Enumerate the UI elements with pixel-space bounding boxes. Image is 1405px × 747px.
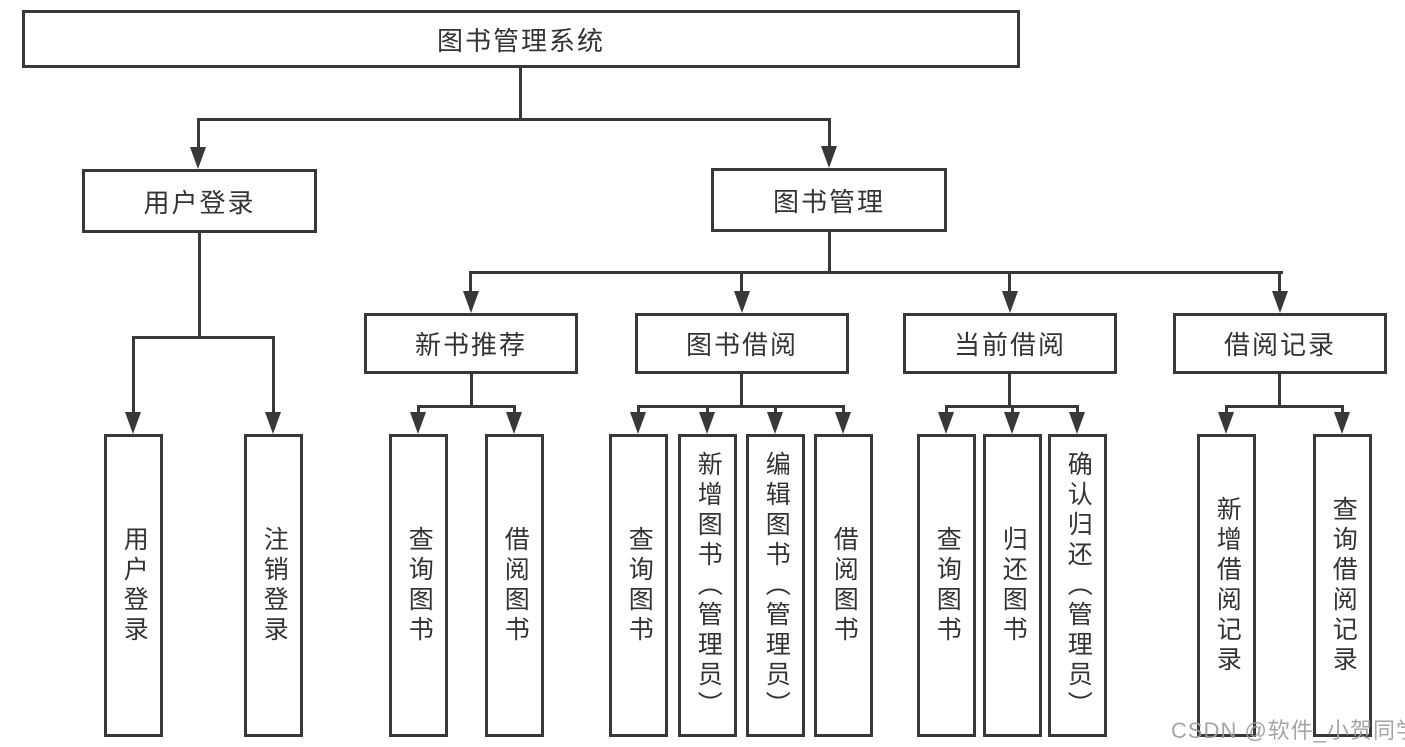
arrow-down-icon xyxy=(835,412,851,434)
connector-book-management-stem xyxy=(828,232,831,273)
leaf-user-login-label: 用户登录 xyxy=(120,525,149,646)
connector-user-login-stem xyxy=(198,233,201,339)
connector-drop xyxy=(842,405,845,418)
leaf-user-login: 用户登录 xyxy=(104,434,163,737)
connector-drop xyxy=(1076,405,1079,418)
leaf-return-books: 归还图书 xyxy=(983,434,1042,737)
arrow-down-icon xyxy=(1002,291,1018,313)
node-book-management: 图书管理 xyxy=(711,168,947,232)
arrow-down-icon xyxy=(630,412,646,434)
leaf-query-books-recommend: 查询图书 xyxy=(389,434,448,737)
arrow-down-icon xyxy=(1272,291,1288,313)
node-library-system-label: 图书管理系统 xyxy=(436,25,605,56)
connector-drop xyxy=(272,336,275,416)
leaf-query-books-borrowing: 查询图书 xyxy=(609,434,668,737)
leaf-borrow-books: 借阅图书 xyxy=(814,434,873,737)
leaf-add-borrow-record: 新增借阅记录 xyxy=(1197,434,1256,737)
leaf-edit-books-admin: 编辑图书（管理员） xyxy=(746,434,805,737)
leaf-query-books-current: 查询图书 xyxy=(917,434,976,737)
node-current-borrowing: 当前借阅 xyxy=(903,313,1117,374)
leaf-edit-books-admin-label: 编辑图书（管理员） xyxy=(762,450,791,721)
connector-drop xyxy=(1011,405,1014,418)
arrow-down-icon xyxy=(125,412,141,434)
leaf-add-books-admin-label: 新增图书（管理员） xyxy=(694,450,723,721)
node-book-management-label: 图书管理 xyxy=(772,186,885,217)
node-borrowing-records: 借阅记录 xyxy=(1173,313,1387,374)
leaf-confirm-return-admin-label: 确认归还（管理员） xyxy=(1064,450,1093,721)
connector-stem xyxy=(1278,374,1281,408)
arrow-down-icon xyxy=(1218,412,1234,434)
connector-drop xyxy=(1278,271,1281,297)
connector-drop xyxy=(637,405,640,418)
connector-stem xyxy=(740,374,743,408)
arrow-down-icon xyxy=(938,412,954,434)
connector-root-rail xyxy=(197,118,831,121)
node-library-system: 图书管理系统 xyxy=(22,10,1020,68)
arrow-down-icon xyxy=(734,291,750,313)
leaf-query-books-recommend-label: 查询图书 xyxy=(405,525,434,646)
connector-drop-book-management xyxy=(828,118,831,151)
node-user-login: 用户登录 xyxy=(82,169,317,233)
leaf-return-books-label: 归还图书 xyxy=(999,525,1028,646)
connector-drop xyxy=(417,405,420,418)
leaf-add-books-admin: 新增图书（管理员） xyxy=(678,434,737,737)
connector-drop xyxy=(1008,271,1011,297)
arrow-down-icon xyxy=(1334,412,1350,434)
connector-rail xyxy=(637,405,845,408)
connector-user-login-rail xyxy=(132,336,275,339)
csdn-watermark: CSDN @软件_小贺同学 xyxy=(1171,718,1405,743)
node-user-login-label: 用户登录 xyxy=(143,187,256,218)
arrow-down-icon xyxy=(1069,412,1085,434)
node-borrowing-records-label: 借阅记录 xyxy=(1223,330,1336,360)
leaf-query-borrow-record: 查询借阅记录 xyxy=(1313,434,1372,737)
connector-drop xyxy=(132,336,135,416)
arrow-down-icon xyxy=(410,412,426,434)
connector-drop xyxy=(740,271,743,297)
leaf-query-books-current-label: 查询图书 xyxy=(933,525,962,646)
connector-drop xyxy=(1225,405,1228,418)
connector-drop xyxy=(774,405,777,418)
connector-stem xyxy=(1008,374,1011,408)
connector-drop-user-login xyxy=(197,118,200,151)
node-current-borrowing-label: 当前借阅 xyxy=(953,330,1066,360)
arrow-down-icon xyxy=(265,412,281,434)
connector-rail xyxy=(1225,405,1344,408)
connector-drop xyxy=(513,405,516,418)
arrow-down-icon xyxy=(767,412,783,434)
leaf-logout: 注销登录 xyxy=(244,434,303,737)
connector-drop xyxy=(945,405,948,418)
leaf-query-borrow-record-label: 查询借阅记录 xyxy=(1329,495,1358,676)
connector-drop xyxy=(469,271,472,297)
arrow-down-icon xyxy=(190,147,206,169)
connector-drop xyxy=(706,405,709,418)
node-new-book-recommendation-label: 新书推荐 xyxy=(414,330,527,360)
leaf-borrow-books-label: 借阅图书 xyxy=(830,525,859,646)
node-new-book-recommendation: 新书推荐 xyxy=(364,313,578,374)
arrow-down-icon xyxy=(821,146,837,168)
leaf-query-books-borrowing-label: 查询图书 xyxy=(625,525,654,646)
connector-drop xyxy=(1341,405,1344,418)
leaf-borrow-books-recommend: 借阅图书 xyxy=(485,434,544,737)
connector-rail xyxy=(417,405,516,408)
node-book-borrowing: 图书借阅 xyxy=(635,313,849,374)
leaf-borrow-books-recommend-label: 借阅图书 xyxy=(501,525,530,646)
leaf-logout-label: 注销登录 xyxy=(260,525,289,646)
node-book-borrowing-label: 图书借阅 xyxy=(685,330,798,360)
connector-book-management-rail xyxy=(469,271,1283,274)
arrow-down-icon xyxy=(1004,412,1020,434)
connector-root-stem xyxy=(519,67,522,120)
leaf-add-borrow-record-label: 新增借阅记录 xyxy=(1213,495,1242,676)
connector-stem xyxy=(470,374,473,408)
leaf-confirm-return-admin: 确认归还（管理员） xyxy=(1048,434,1107,737)
arrow-down-icon xyxy=(699,412,715,434)
arrow-down-icon xyxy=(463,291,479,313)
arrow-down-icon xyxy=(506,412,522,434)
